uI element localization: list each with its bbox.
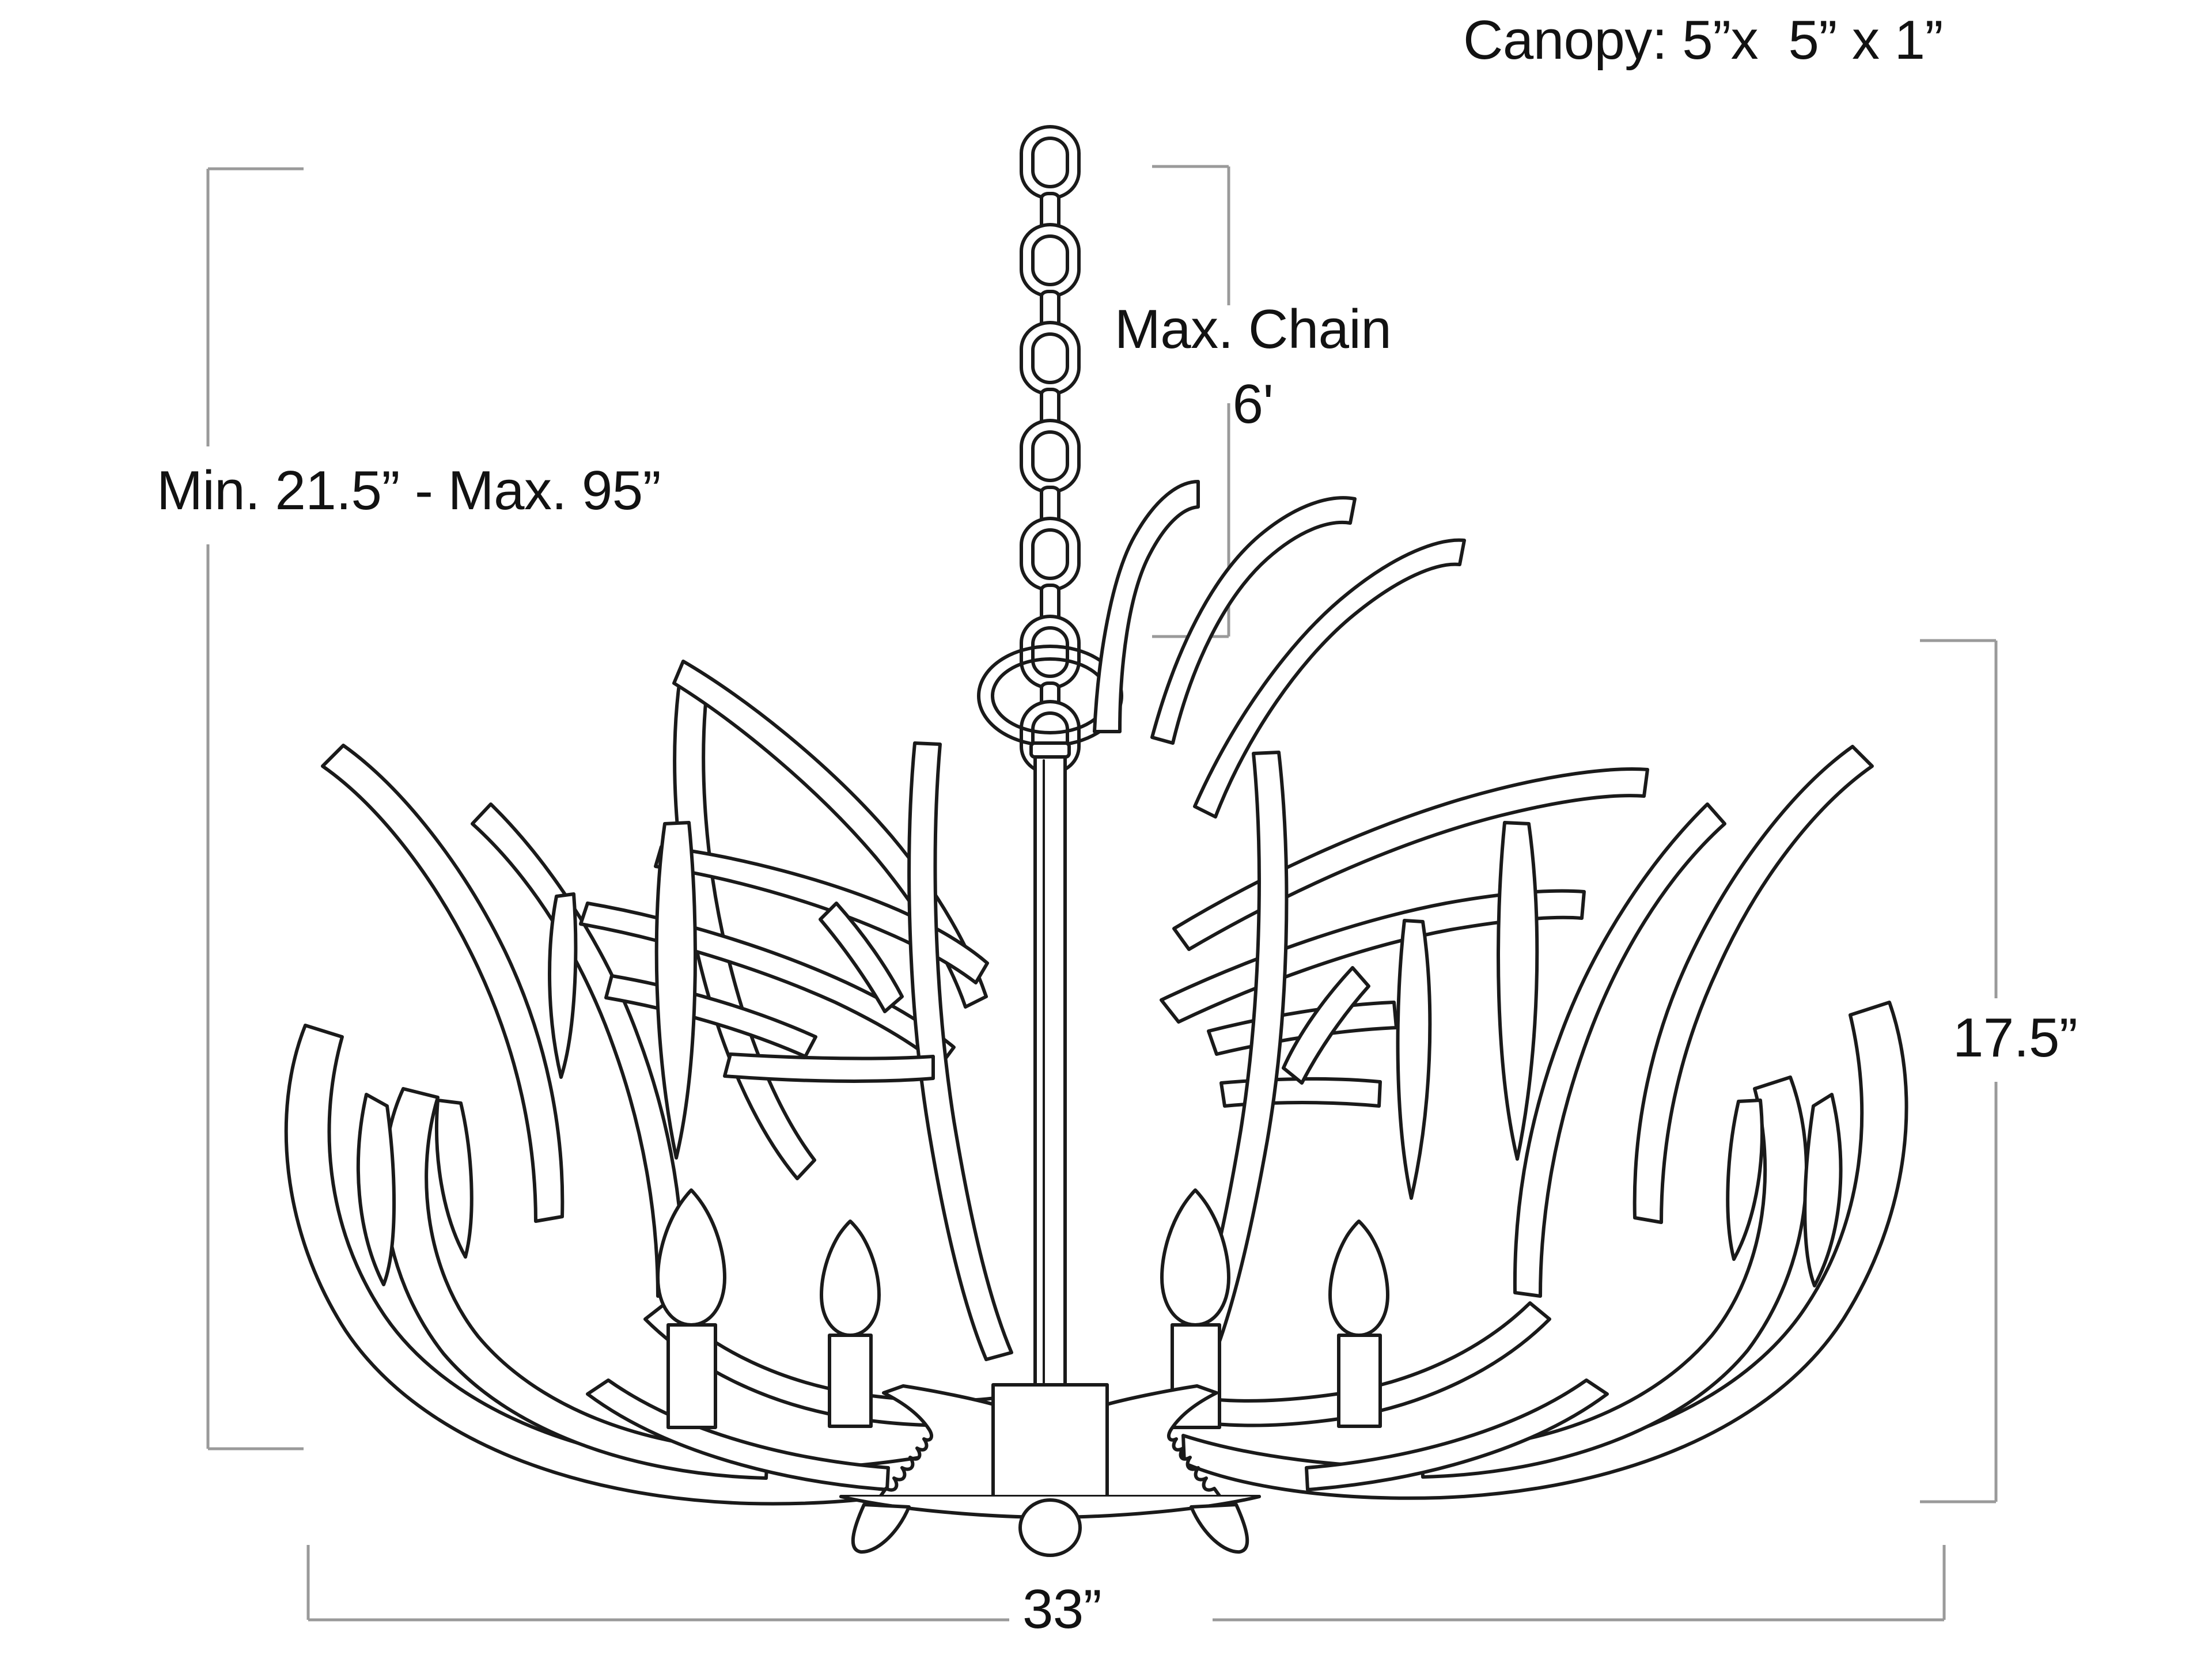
chandelier-drawing [284, 125, 1908, 1557]
max-chain-label: Max. Chain [1114, 298, 1392, 360]
candle-light-4 [1328, 1219, 1389, 1428]
hanging-chain [1020, 125, 1081, 775]
body-height-dimension [1920, 639, 1998, 1503]
height-range-dimension [206, 167, 304, 1450]
body-height-label: 17.5” [1953, 1007, 2078, 1069]
center-stem [1029, 741, 1071, 1387]
height-range-label: Min. 21.5” - Max. 95” [157, 460, 661, 521]
width-label: 33” [1022, 1578, 1102, 1640]
candle-light-1 [656, 1188, 726, 1429]
left-antler-cluster [284, 660, 1017, 1506]
base-leaf-details [851, 1503, 1249, 1554]
candle-light-2 [820, 1219, 881, 1428]
right-antler-cluster [1093, 480, 1908, 1500]
max-chain-value: 6' [1232, 373, 1274, 435]
antler-hub [839, 1383, 1261, 1557]
canopy-dimension-label: Canopy: 5”x 5” x 1” [1463, 9, 1944, 71]
candle-light-3 [1160, 1188, 1230, 1429]
dimension-lines [206, 165, 1998, 1622]
width-dimension [306, 1545, 1946, 1622]
